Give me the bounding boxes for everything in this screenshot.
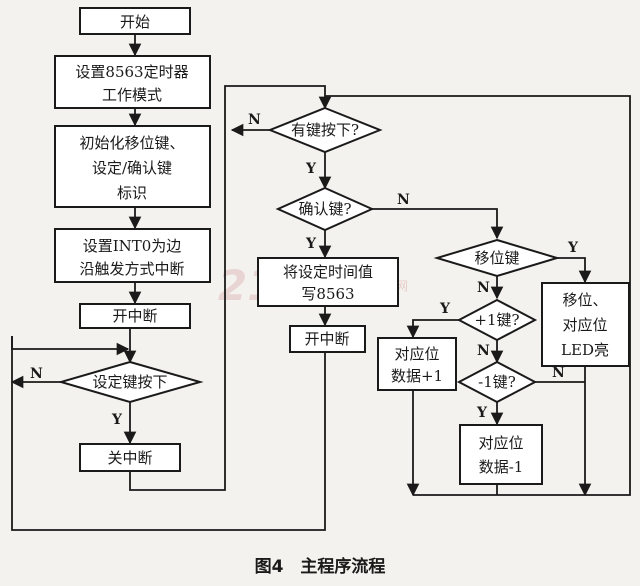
open-interrupt-label-2: 开中断 [304,330,349,348]
plus-one-label-2: 数据+1 [391,367,443,385]
plus-key-decision [456,298,538,342]
plus-key-label: +1键? [474,311,519,329]
set-key-no-label: N [30,366,43,382]
any-key-no-label: N [248,112,261,128]
init-keys-label-1: 初始化移位键、 [79,134,184,152]
open-interrupt-box-1 [79,303,191,329]
set-int0-box [54,228,211,283]
shift-key-yes-label: Y [567,240,579,256]
shift-led-label-3: LED亮 [561,341,609,359]
minus-key-label: -1键? [478,373,516,391]
shift-led-label-1: 移位、 [562,291,607,309]
minus-key-decision [456,360,538,404]
edge-confirm-no [372,208,504,240]
plus-one-label-1: 对应位 [394,345,439,363]
edge-closeint-to-anykey [129,85,332,491]
minus-key-yes-label: Y [476,405,488,421]
any-key-decision [267,106,383,154]
shift-key-no-label: N [477,280,490,296]
open-interrupt-box-2 [289,325,366,353]
minus-key-no-label: N [552,365,565,381]
set-timer-label-1: 设置8563定时器 [75,63,188,81]
minus-one-label-1: 对应位 [478,434,523,452]
shift-led-label-2: 对应位 [562,316,607,334]
start-box [79,7,191,35]
set-timer-box [54,55,211,109]
open-interrupt-label-1: 开中断 [112,307,157,325]
set-timer-label-2: 工作模式 [102,86,162,104]
edge-loop-back-setkey [11,336,130,356]
init-keys-label-2: 设定/确认键 [92,159,172,177]
confirm-key-decision [275,186,375,232]
confirm-key-no-label: N [397,192,410,208]
confirm-key-label: 确认键? [298,200,351,218]
init-keys-box [54,125,211,208]
write-time-label-2: 写8563 [301,285,354,303]
write-time-box [257,257,399,307]
edge-shift-yes [557,257,592,284]
shift-key-decision [433,238,561,278]
set-int0-label-1: 设置INT0为边 [83,237,182,255]
shift-led-box [541,282,630,367]
any-key-label: 有键按下? [291,121,359,139]
minus-one-box [459,424,543,485]
set-key-yes-label: Y [111,412,123,428]
set-int0-label-2: 沿触发方式中断 [79,260,184,278]
edge-plus-yes [406,319,459,339]
plus-key-no-label: N [477,343,490,359]
plus-key-yes-label: Y [439,301,451,317]
set-key-label: 设定键按下 [92,373,167,391]
start-label: 开始 [120,13,150,31]
close-interrupt-label: 关中断 [107,449,152,467]
figure-caption: 图4 主程序流程 [255,556,386,577]
close-interrupt-box [79,443,181,472]
edge-openint-loop [11,336,326,531]
plus-one-box [377,337,457,391]
write-time-label-1: 将设定时间值 [283,263,373,281]
shift-key-label: 移位键 [474,249,519,267]
any-key-yes-label: Y [305,161,317,177]
init-keys-label-3: 标识 [117,184,147,202]
confirm-key-yes-label: Y [305,236,317,252]
minus-one-label-2: 数据-1 [479,458,524,476]
set-key-decision [57,360,204,404]
